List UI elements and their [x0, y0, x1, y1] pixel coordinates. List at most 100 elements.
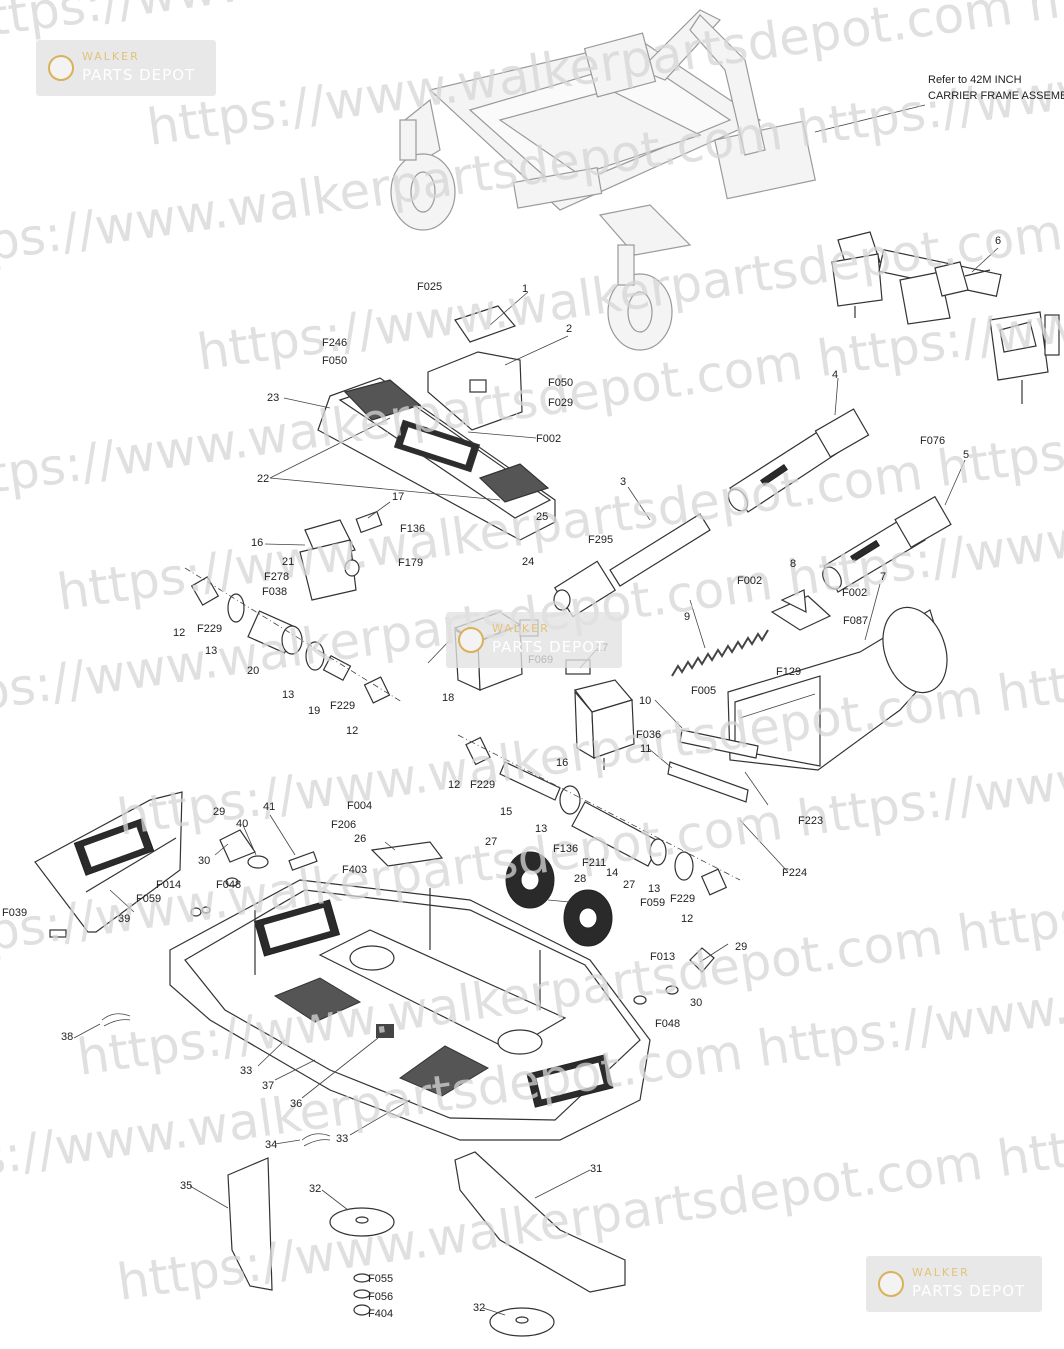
callout-label: F076 — [920, 435, 945, 447]
callout-label: F278 — [264, 571, 289, 583]
callout-label: 6 — [995, 235, 1001, 247]
reference-note-line2: CARRIER FRAME ASSEMBLY — [928, 90, 1064, 102]
callout-label: F229 — [470, 779, 495, 791]
callout-label: 29 — [735, 941, 747, 953]
callout-label: F229 — [670, 893, 695, 905]
callout-label: F136 — [553, 843, 578, 855]
baffle-31 — [454, 1151, 626, 1293]
callout-label: 28 — [574, 873, 586, 885]
callout-label: 38 — [61, 1031, 73, 1043]
callout-label: F002 — [536, 433, 561, 445]
brand-logo-icon — [878, 1271, 904, 1297]
callout-label: F025 — [417, 281, 442, 293]
callout-label: 18 — [442, 692, 454, 704]
callout-label: 39 — [118, 913, 130, 925]
callout-label: 40 — [236, 818, 248, 830]
callout-label: 13 — [205, 645, 217, 657]
callout-label: F014 — [156, 879, 181, 891]
callout-label: F404 — [368, 1308, 393, 1320]
callout-label: 11 — [640, 743, 651, 755]
callout-label: F050 — [548, 377, 573, 389]
callout-label: F246 — [322, 337, 347, 349]
spindle-shaft-assembly-upper — [184, 567, 403, 704]
callout-label: 24 — [522, 556, 534, 568]
callout-label: F048 — [216, 879, 241, 891]
callout-label: 14 — [606, 867, 618, 879]
callout-label: F059 — [640, 897, 665, 909]
callout-label: 22 — [257, 473, 269, 485]
callout-label: F179 — [398, 557, 423, 569]
callout-label: 9 — [684, 611, 690, 623]
discharge-chute-7 — [727, 606, 948, 771]
leader-lines — [73, 104, 999, 1316]
callout-label: 12 — [346, 725, 358, 737]
callout-label: 10 — [639, 695, 651, 707]
hinge-strip-10-11 — [667, 729, 759, 803]
spring-9 — [671, 629, 769, 677]
callout-label: F056 — [368, 1291, 393, 1303]
brand-logo-icon — [458, 627, 484, 653]
callout-label: F013 — [650, 951, 675, 963]
pulley-27-left — [505, 851, 555, 909]
callout-label: 12 — [681, 913, 693, 925]
bolt-28 — [547, 899, 571, 903]
brand-line2: PARTS DEPOT — [912, 1282, 1026, 1300]
brand-line1: WALKER — [82, 50, 140, 63]
callout-label: 4 — [832, 369, 838, 381]
callout-label: F004 — [347, 800, 372, 812]
chute-bracket-8 — [770, 589, 832, 631]
blade-adapter-32-upper — [329, 1207, 395, 1237]
callout-label: 32 — [309, 1183, 321, 1195]
callout-label: 30 — [198, 855, 210, 867]
callout-label: 19 — [308, 705, 320, 717]
callout-label: F129 — [776, 666, 801, 678]
callout-label: 36 — [290, 1098, 302, 1110]
callout-label: F059 — [136, 893, 161, 905]
brand-badge-bottom: WALKER PARTS DEPOT — [866, 1256, 1042, 1312]
callout-label: F036 — [636, 729, 661, 741]
callout-label: 2 — [566, 323, 572, 335]
callout-label: F295 — [588, 534, 613, 546]
callout-label: 27 — [623, 879, 635, 891]
callout-label: 5 — [963, 449, 969, 461]
carrier-frame-assembly — [390, 9, 816, 351]
callout-label: 3 — [620, 476, 626, 488]
drive-shaft-5 — [822, 495, 952, 593]
callout-label: 21 — [282, 556, 294, 568]
shield-1-and-bracket-2 — [427, 305, 523, 431]
callout-label: F038 — [262, 586, 287, 598]
callout-label: F039 — [2, 907, 27, 919]
callout-label: F403 — [342, 864, 367, 876]
callout-label: 26 — [354, 833, 366, 845]
callout-label: 15 — [500, 806, 512, 818]
callout-label: F048 — [655, 1018, 680, 1030]
callout-label: 33 — [336, 1133, 348, 1145]
brand-badge-center: WALKER PARTS DEPOT — [446, 612, 622, 668]
callout-label: 20 — [247, 665, 259, 677]
callout-label: F050 — [322, 355, 347, 367]
callout-label: 1 — [522, 283, 528, 295]
spindle-shaft-assembly-lower — [457, 734, 741, 896]
drive-shaft-3 — [553, 513, 711, 618]
callout-label: 13 — [282, 689, 294, 701]
callout-label: F229 — [330, 700, 355, 712]
baffle-35 — [227, 1157, 273, 1291]
gearbox-16-lower — [565, 659, 635, 770]
callout-label: 17 — [392, 491, 404, 503]
misc-hardware — [49, 829, 715, 1147]
callout-label: 16 — [251, 537, 263, 549]
callout-label: 12 — [448, 779, 460, 791]
callout-label: 23 — [267, 392, 279, 404]
brand-line2: PARTS DEPOT — [492, 638, 606, 656]
callout-label: 41 — [263, 801, 275, 813]
pulley-27-right — [563, 889, 613, 947]
callout-label: 13 — [535, 823, 547, 835]
callout-label: F002 — [842, 587, 867, 599]
callout-label: F206 — [331, 819, 356, 831]
brand-line1: WALKER — [492, 622, 550, 635]
gearbox-assembly-6 — [831, 231, 1060, 404]
callout-label: 35 — [180, 1180, 192, 1192]
callout-label: F229 — [197, 623, 222, 635]
